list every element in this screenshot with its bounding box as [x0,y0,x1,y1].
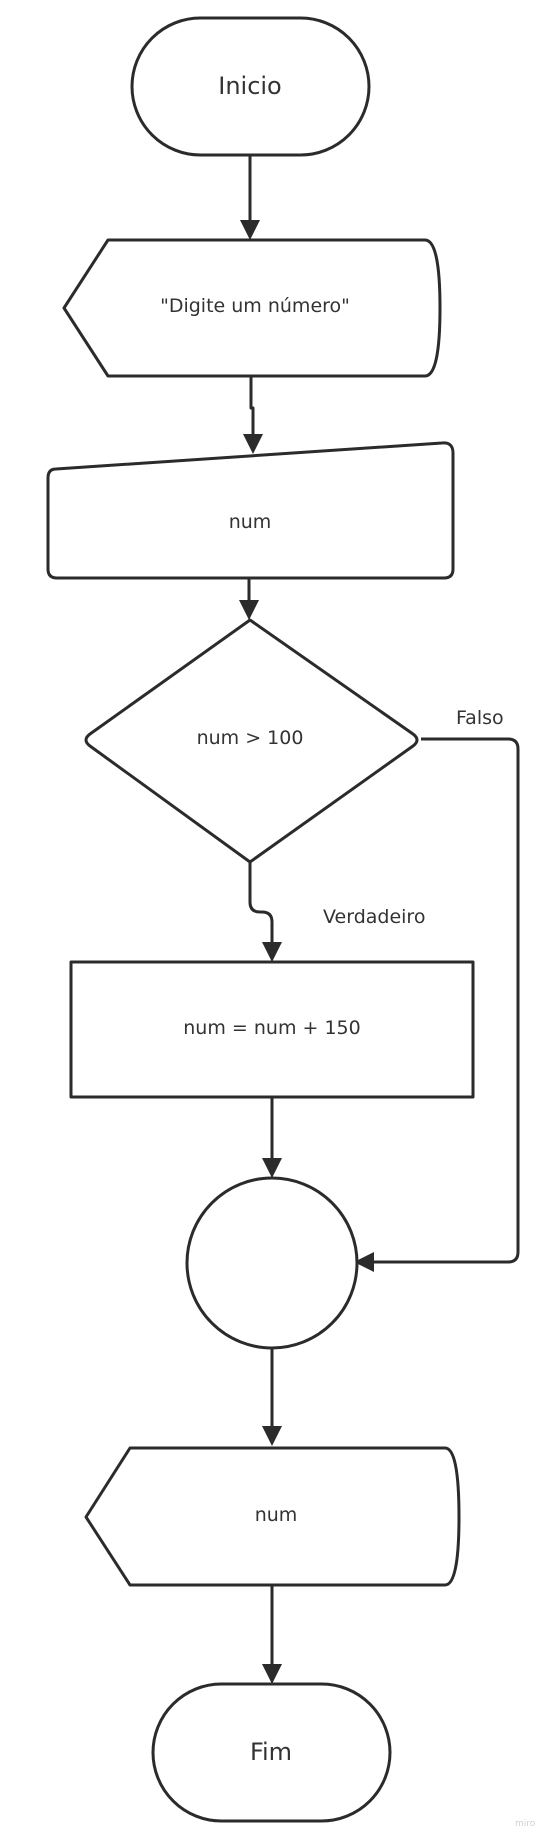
process-node-label: num = num + 150 [183,1017,360,1039]
edge-output-to-end [262,1585,282,1684]
start-node-label: Inicio [218,72,282,100]
process-node[interactable]: num = num + 150 [69,960,475,1099]
decision-node[interactable]: num > 100 [84,618,419,864]
watermark-text: miro [515,1819,536,1829]
output-display-node[interactable]: num [84,1446,461,1587]
edge-prompt-to-input [243,376,263,454]
prompt-display-node[interactable]: "Digite um número" [62,238,442,378]
edge-decision-to-connector-false [354,737,520,1272]
output-display-label: num [255,1504,298,1526]
edge-start-to-prompt [240,155,260,240]
input-node[interactable]: num [46,441,455,580]
input-node-label: num [229,511,272,533]
false-label: Falso [456,707,504,729]
edge-decision-to-process [248,862,282,962]
decision-node-label: num > 100 [197,727,304,749]
start-node[interactable]: Inicio [130,16,371,157]
end-node-label: Fim [250,1738,292,1766]
prompt-display-label: "Digite um número" [160,295,350,317]
connector-node[interactable] [185,1176,359,1350]
edge-input-to-decision [239,578,259,620]
true-label: Verdadeiro [323,906,425,928]
edge-process-to-connector [262,1097,282,1178]
edge-connector-to-output [262,1349,282,1446]
end-node[interactable]: Fim [151,1682,392,1823]
